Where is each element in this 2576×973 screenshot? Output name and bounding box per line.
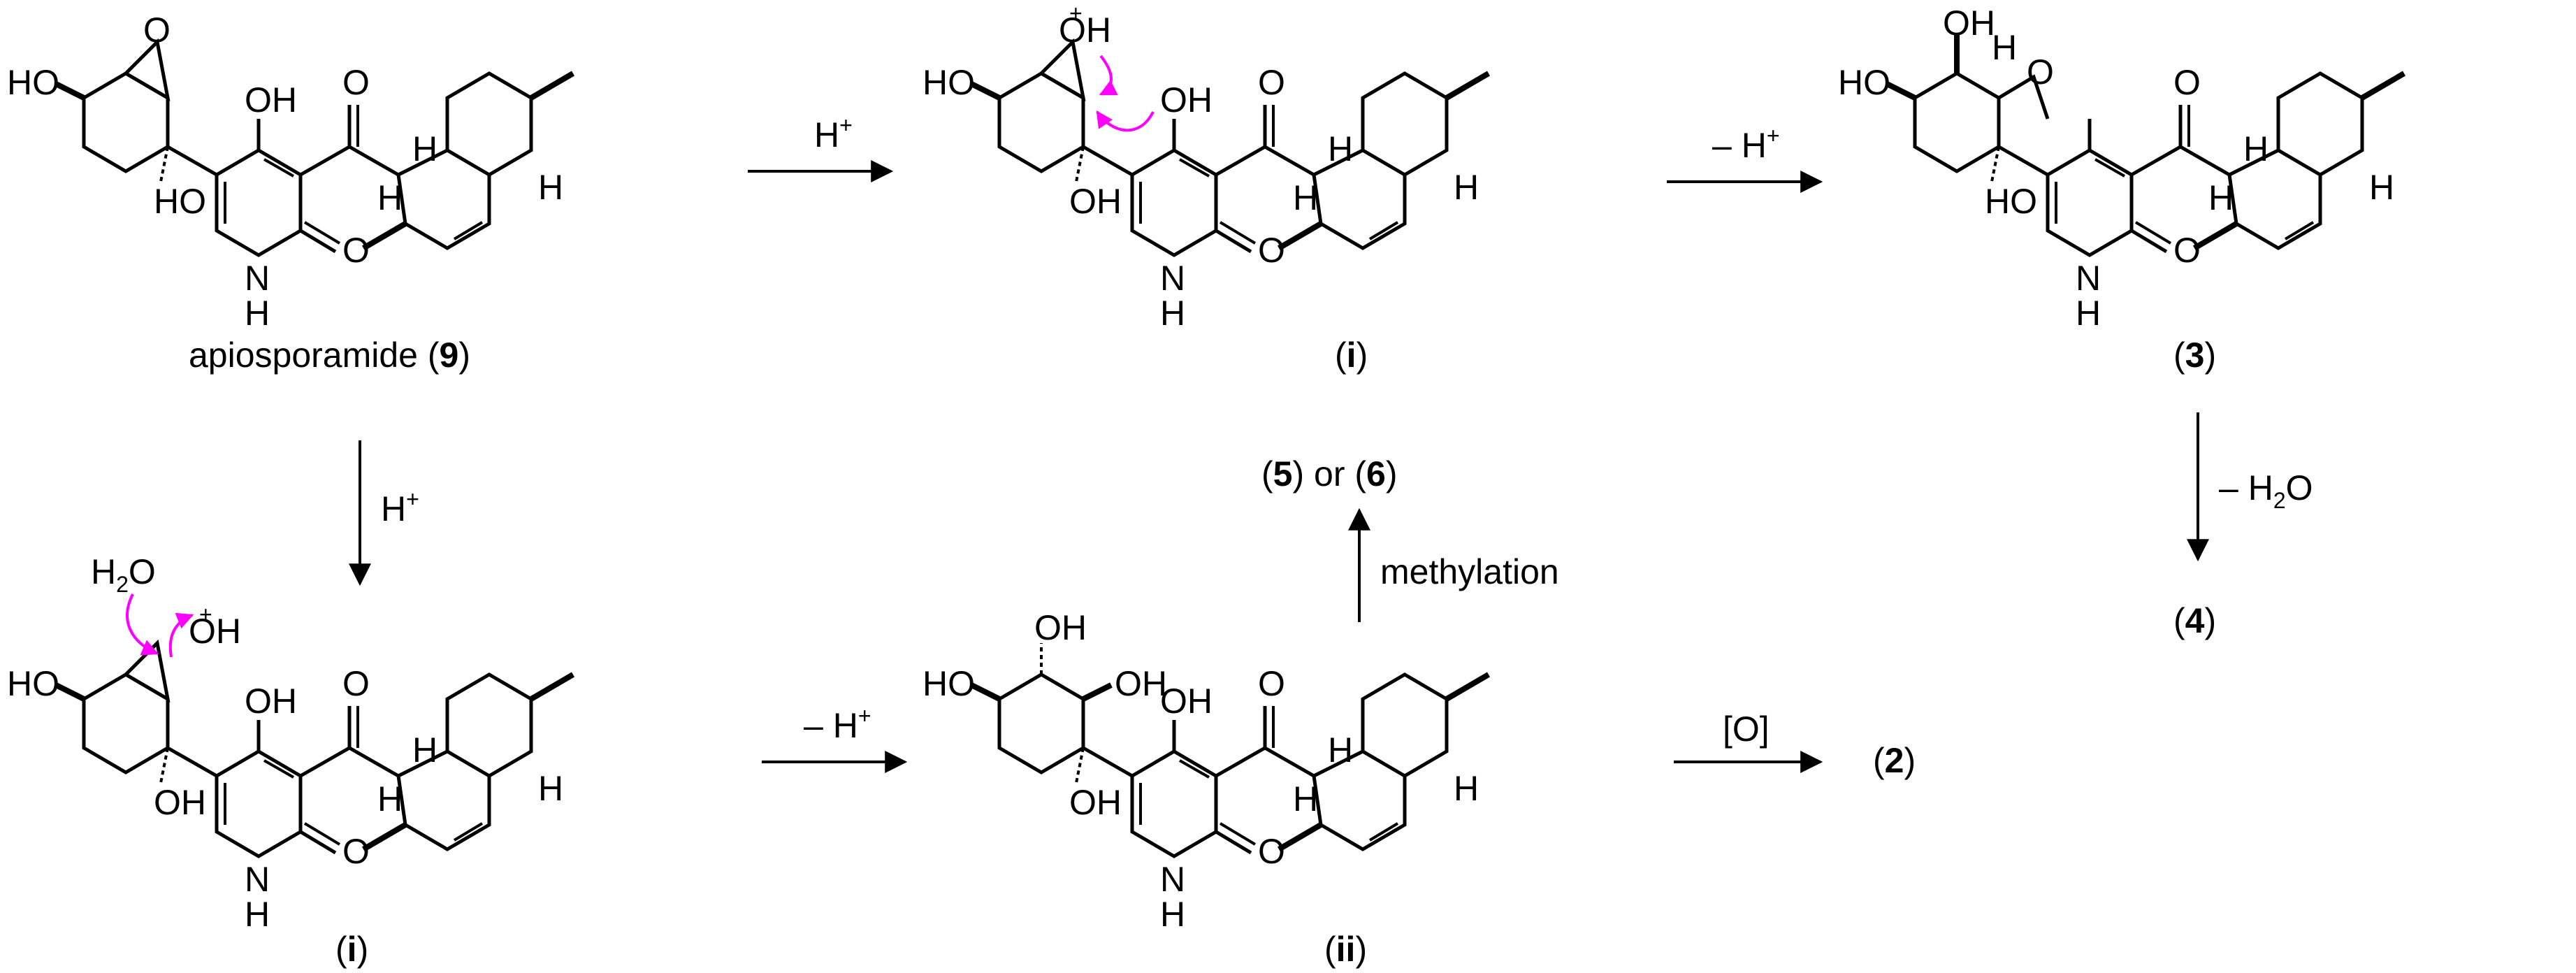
reagent-oxidation: [O] [1723,709,1770,749]
structure-compound-3: O OH H HO HO O O N H H H H [1838,3,2404,333]
svg-text:N: N [1160,860,1185,899]
svg-text:OH: OH [1069,182,1122,221]
svg-text:O: O [2173,231,2201,270]
structure-intermediate-i-top: OH + HO OH OH O O N H H H H [922,1,1489,333]
svg-text:OH: OH [1943,3,1995,43]
svg-text:+: + [1069,1,1083,26]
svg-text:HO: HO [7,664,59,703]
svg-text:H: H [1328,730,1353,770]
svg-text:H: H [2208,178,2234,217]
svg-text:H: H [412,129,437,168]
svg-text:H: H [245,895,270,934]
svg-text:O: O [143,10,171,50]
svg-text:H: H [538,168,563,207]
svg-text:HO: HO [154,182,206,221]
structure-intermediate-i-bottom: OH + HO OH OH O O N H H H H H2O [7,552,573,934]
svg-text:OH: OH [1160,80,1213,120]
svg-text:OH: OH [1034,608,1087,647]
label-compound-2: (2) [1873,741,1916,780]
svg-text:OH: OH [1160,682,1213,721]
svg-text:H: H [1454,769,1479,808]
structure-intermediate-ii: HO OH OH OH OH O O N H H H H [922,608,1489,934]
svg-text:H: H [1328,129,1353,168]
reagent-methylation: methylation [1380,552,1559,591]
label-compound-4: (4) [2173,601,2216,640]
svg-text:H: H [1454,168,1479,207]
svg-text:HO: HO [1838,63,1890,102]
curved-arrow [1099,55,1118,96]
svg-text:H: H [377,779,403,819]
label-intermediate-ii: (ii) [1324,930,1367,969]
svg-text:H: H [538,769,563,808]
svg-text:H: H [2243,129,2269,168]
svg-text:O: O [2173,63,2201,102]
svg-text:OH: OH [1115,664,1167,703]
svg-text:H: H [1293,779,1318,819]
svg-text:H: H [1293,178,1318,217]
curved-arrow [168,612,194,658]
label-compound-3: (3) [2173,336,2216,375]
label-intermediate-i-top: (i) [1335,336,1368,375]
structure-apiosporamide: O HO HO OH O O N H H H H [7,10,573,333]
svg-text:N: N [245,259,270,298]
svg-text:O: O [1258,832,1285,871]
svg-text:O: O [342,231,370,270]
svg-text:HO: HO [922,63,975,102]
svg-text:HO: HO [922,664,975,703]
svg-text:H2O: H2O [91,552,156,597]
svg-text:H: H [245,294,270,333]
svg-text:HO: HO [7,63,59,102]
svg-text:H: H [2076,294,2101,333]
svg-text:O: O [342,664,370,703]
svg-text:H: H [1160,294,1185,333]
svg-text:H: H [2369,168,2394,207]
reagent-minus-h-plus-2: – H+ [804,703,871,745]
reagent-h-plus-2: H+ [381,486,419,528]
svg-text:OH: OH [154,783,206,822]
svg-text:O: O [1258,664,1285,703]
svg-text:H: H [412,730,437,770]
svg-text:H: H [1992,28,2017,67]
reagent-h-plus-1: H+ [814,113,853,154]
label-compound-5-or-6: (5) or (6) [1261,454,1398,493]
svg-text:OH: OH [1059,10,1111,50]
svg-text:N: N [1160,259,1185,298]
label-apiosporamide: apiosporamide (9) [189,336,470,375]
svg-text:H: H [1160,895,1185,934]
svg-text:O: O [1258,231,1285,270]
svg-text:+: + [199,602,212,627]
curved-arrow [126,593,159,656]
svg-text:OH: OH [245,682,297,721]
svg-text:O: O [2027,52,2054,92]
svg-text:OH: OH [245,80,297,120]
svg-text:N: N [245,860,270,899]
reagent-minus-h-plus-1: – H+ [1712,123,1780,165]
curved-arrow [1096,110,1155,132]
svg-text:N: N [2076,259,2101,298]
svg-text:HO: HO [1985,182,2037,221]
label-intermediate-i-bottom: (i) [335,930,368,969]
svg-text:O: O [342,63,370,102]
svg-text:O: O [1258,63,1285,102]
svg-text:OH: OH [189,612,241,651]
svg-text:H: H [377,178,403,217]
svg-text:O: O [342,832,370,871]
svg-text:OH: OH [1069,783,1122,822]
reagent-minus-water: – H2O [2219,468,2313,513]
